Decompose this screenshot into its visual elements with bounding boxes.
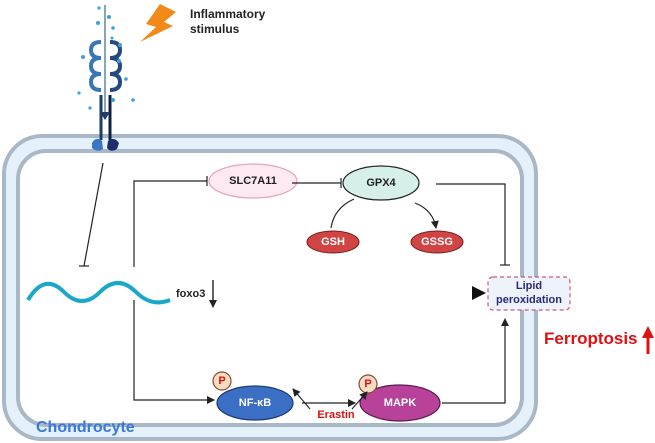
svg-text:P: P (218, 375, 225, 387)
erastin-to-mapk-arrow (351, 391, 368, 410)
erastin-label: Erastin (317, 409, 355, 421)
increase-arrow-icon (642, 326, 654, 354)
node-gpx4: GPX4 (342, 165, 420, 201)
node-gsh: GSH (306, 230, 360, 254)
erastin-to-nfkb-arrow (292, 388, 311, 410)
svg-text:NF-κB: NF-κB (239, 397, 271, 409)
inhibition-gene-to-slc7a11 (133, 176, 208, 267)
phospho-badge-mapk: P (358, 374, 378, 394)
svg-text:Lipid: Lipid (516, 280, 542, 292)
phospho-badge-nfkb: P (212, 371, 232, 391)
inhibition-receptor-to-gene (79, 162, 104, 267)
node-slc7a11: SLC7A11 (208, 163, 298, 199)
svg-text:P: P (364, 378, 371, 390)
svg-text:peroxidation: peroxidation (496, 294, 562, 306)
lightning-icon (140, 4, 176, 42)
node-nfkb: NF-κB (216, 385, 294, 421)
inhibition-gpx4-to-lipid (436, 183, 510, 266)
gene-wave-icon (26, 281, 171, 305)
gsh-to-gpx4-arc (330, 198, 355, 229)
stimulus-label: Inflammatory stimulus (190, 7, 269, 36)
svg-text:MAPK: MAPK (384, 397, 416, 409)
ferroptosis-label: Ferroptosis (544, 329, 638, 348)
svg-text:GPX4: GPX4 (366, 177, 396, 189)
node-mapk: MAPK (359, 384, 441, 422)
node-gssg: GSSG (410, 230, 464, 254)
gpx4-to-gssg-arrow (414, 202, 439, 229)
svg-text:GSH: GSH (321, 236, 345, 248)
foxo3-label: foxo3 (176, 288, 205, 300)
inhibition-slc7a11-to-gpx4 (292, 178, 342, 188)
gene-to-nfkb-arrow (133, 300, 215, 404)
node-lipid-peroxidation: Lipid peroxidation (487, 276, 571, 311)
chondrocyte-label: Chondrocyte (36, 419, 135, 436)
receptor-icon (77, 5, 135, 151)
svg-text:SLC7A11: SLC7A11 (229, 175, 277, 187)
svg-text:GSSG: GSSG (421, 236, 453, 248)
mapk-to-lipid-arrow (442, 318, 509, 404)
